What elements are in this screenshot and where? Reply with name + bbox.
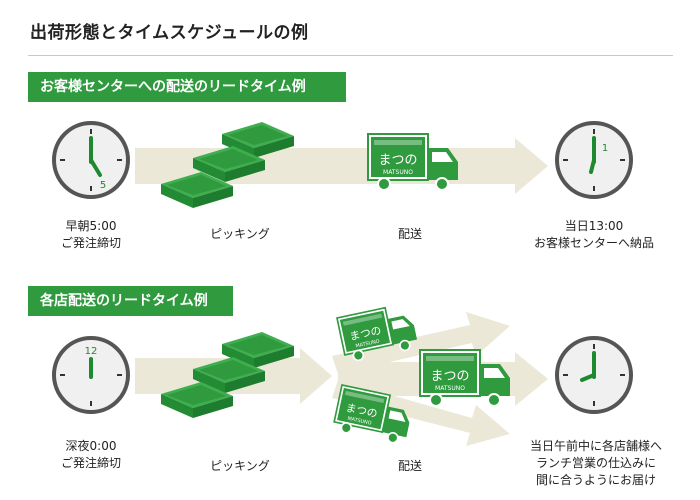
- truck-icon: まつの MATSUNO: [336, 301, 420, 364]
- start-caption: 深夜0:00 ご発注締切: [60, 439, 121, 470]
- svg-text:MATSUNO: MATSUNO: [435, 385, 465, 392]
- svg-text:まつの: まつの: [348, 324, 382, 343]
- clock-icon: 5: [52, 121, 130, 199]
- svg-text:まつの: まつの: [345, 401, 379, 420]
- clock-icon: [555, 336, 633, 414]
- section-heading-customer-center: お客様センターへの配送のリードタイム例: [28, 72, 346, 102]
- truck-icon: まつの MATSUNO: [419, 349, 511, 407]
- svg-text:まつの: まつの: [378, 153, 417, 168]
- svg-text:MATSUNO: MATSUNO: [347, 416, 372, 427]
- end-caption: 当日13:00 お客様センターへ納品: [533, 219, 654, 250]
- end-caption: 当日午前中に各店舗様へ ランチ営業の仕込みに 間に合うようにお届け: [529, 439, 662, 487]
- clock-icon: 12: [52, 336, 130, 414]
- svg-text:MATSUNO: MATSUNO: [355, 338, 380, 349]
- start-caption: 早朝5:00 ご発注締切: [60, 219, 121, 250]
- delivery-label: 配送: [397, 227, 422, 241]
- svg-text:MATSUNO: MATSUNO: [383, 169, 413, 176]
- clock-icon: 1: [555, 121, 633, 199]
- title-divider: [28, 55, 673, 56]
- picking-label: ピッキング: [210, 227, 270, 241]
- delivery-label: 配送: [397, 459, 422, 473]
- svg-text:まつの: まつの: [430, 369, 469, 384]
- flow-arrow-upper: [332, 312, 510, 374]
- clock-number: 12: [85, 346, 98, 357]
- page-title: 出荷形態とタイムスケジュールの例: [30, 23, 309, 43]
- clock-number: 5: [100, 180, 106, 191]
- truck-icon: まつの MATSUNO: [367, 133, 459, 191]
- clock-number: 1: [602, 143, 608, 154]
- section-heading-store-delivery: 各店配送のリードタイム例: [28, 286, 233, 316]
- picking-label: ピッキング: [210, 459, 270, 473]
- truck-icon: まつの MATSUNO: [331, 384, 416, 447]
